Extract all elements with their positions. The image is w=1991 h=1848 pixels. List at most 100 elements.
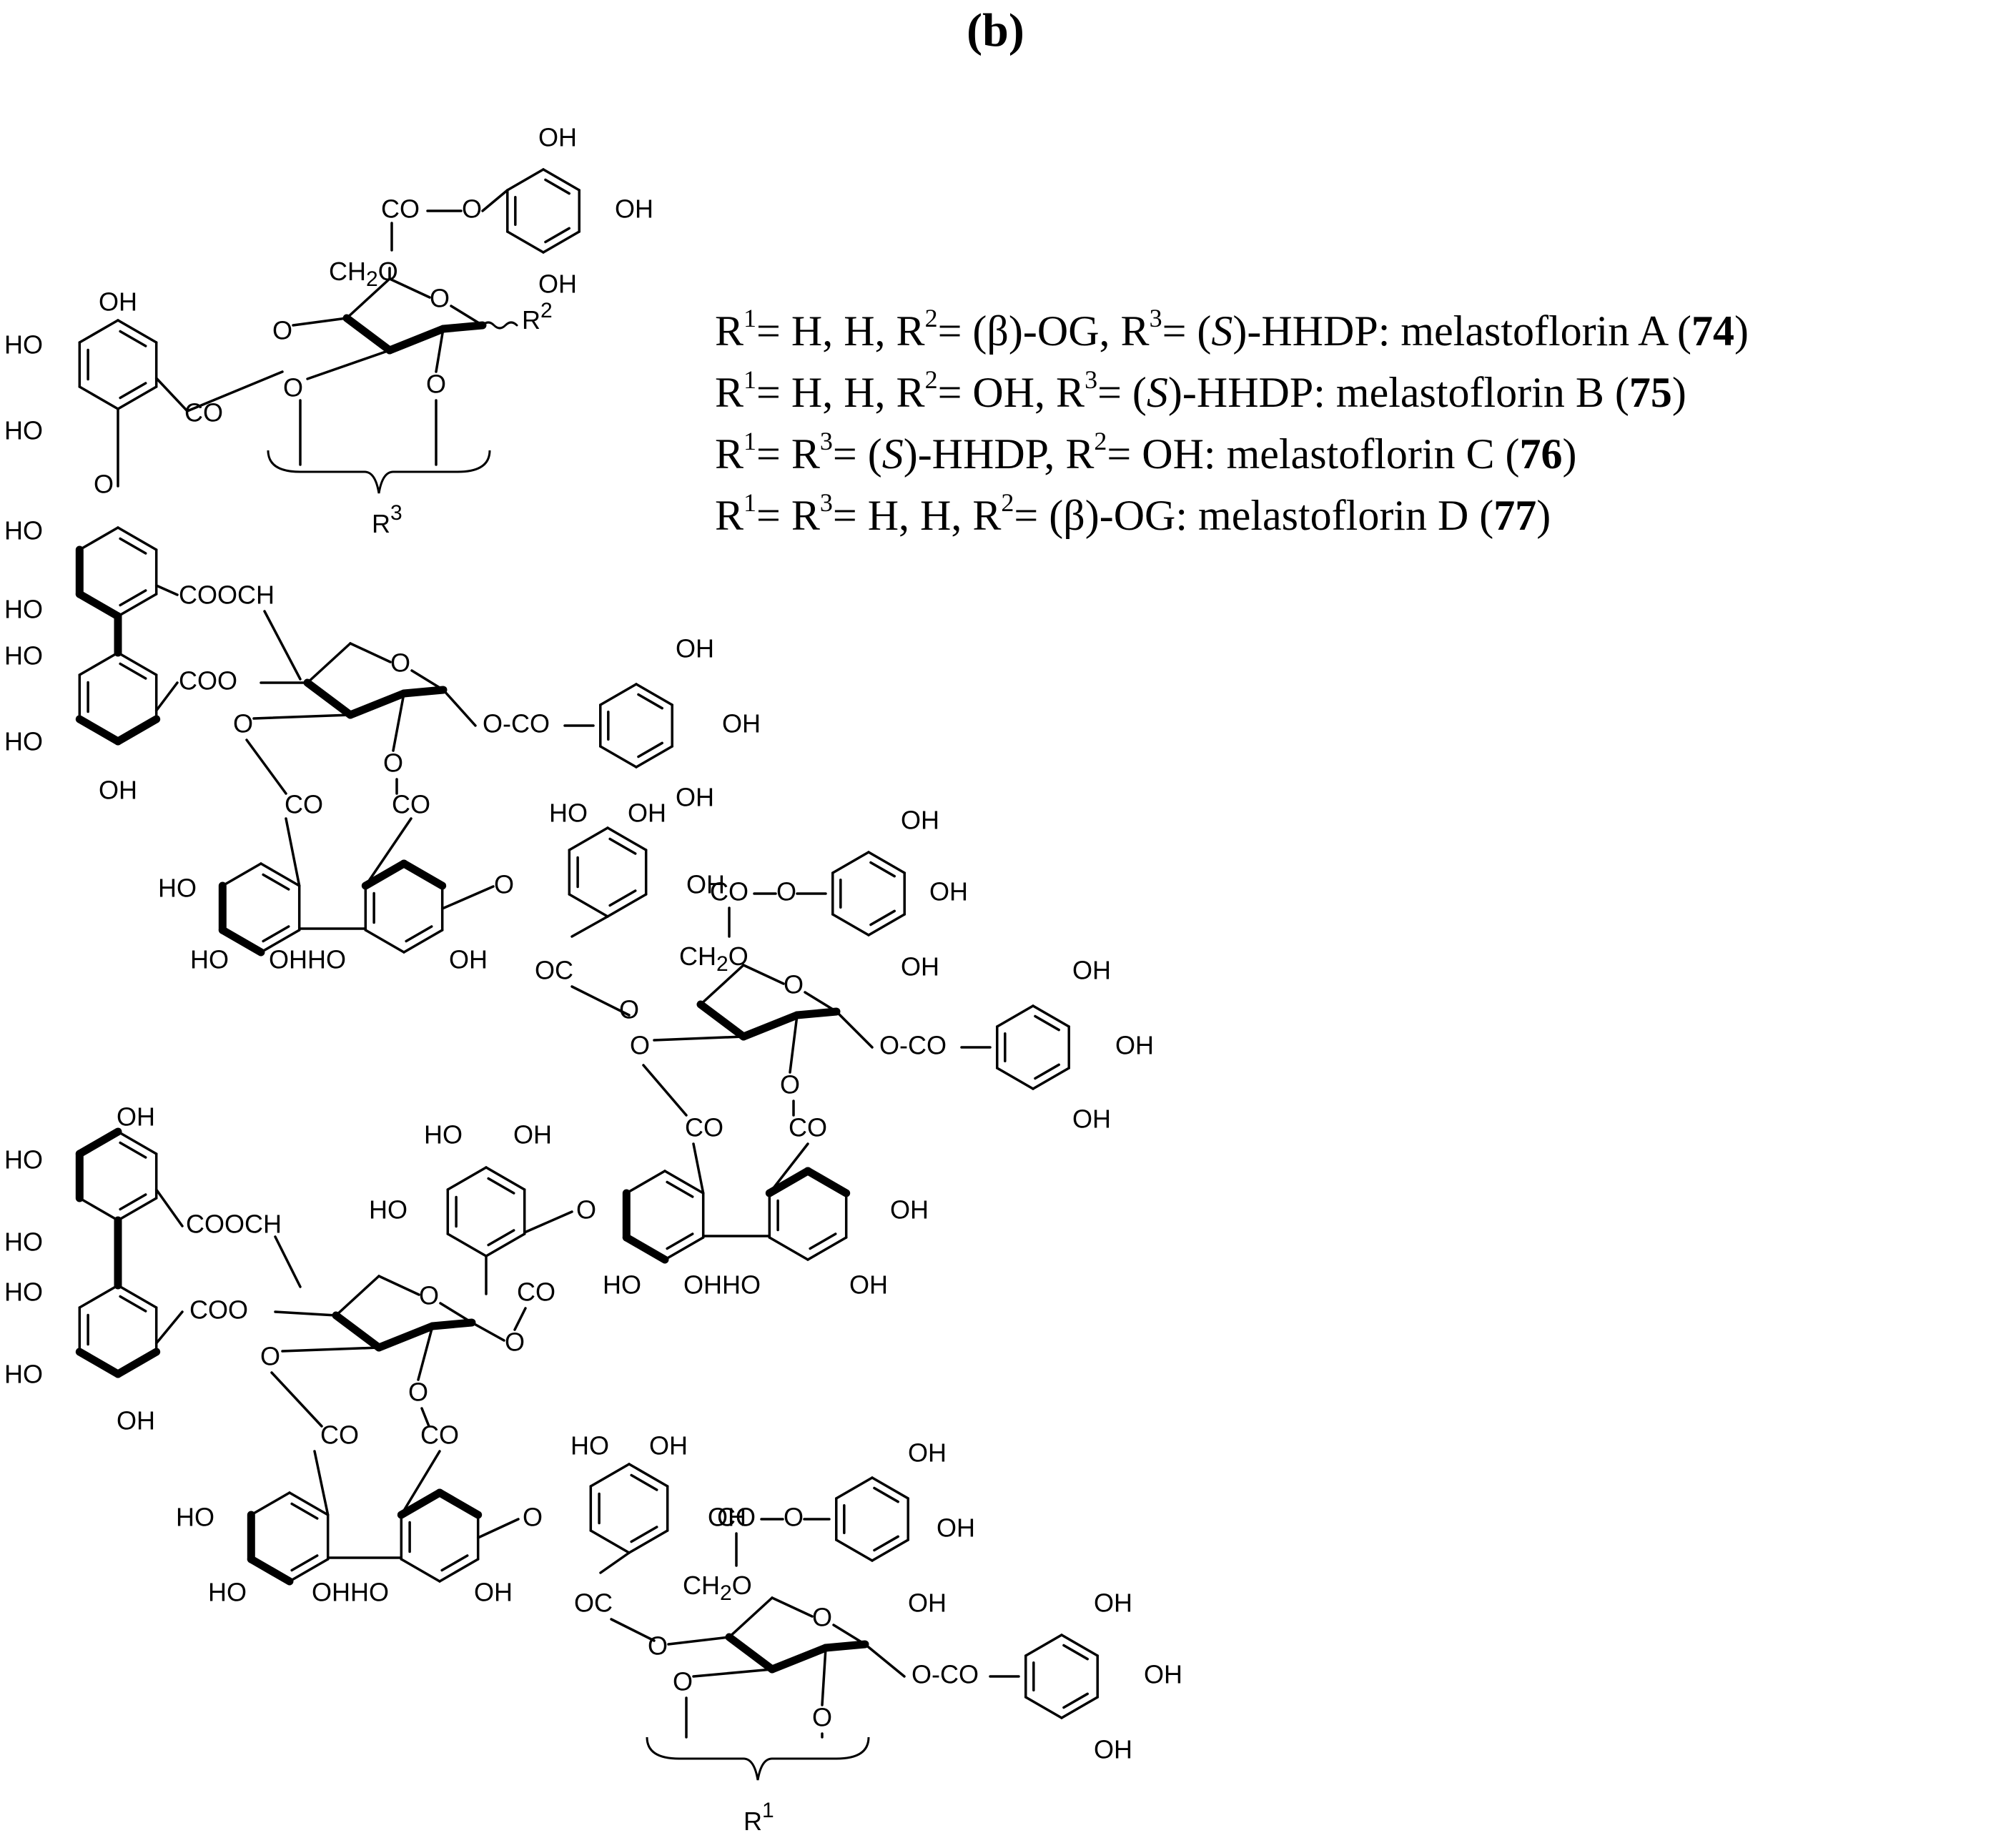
atom-label-oh: OH [901,806,939,835]
bold-bond [332,1311,383,1352]
atom-label-co: CO [710,877,749,906]
bond [288,1491,330,1516]
bracket-r3: R3 [267,450,491,538]
bond [345,277,391,320]
wavy-bond [481,321,518,330]
atom-label-o: O [812,1703,832,1732]
panel-label: (b) [967,4,1024,56]
atom-label-oh: OH [849,1270,888,1300]
bond [1024,1634,1063,1657]
bond [1062,1692,1089,1709]
bold-bond [303,678,355,719]
atom-label-o: O [784,1503,804,1532]
bond [996,1004,1034,1028]
bond [117,1130,158,1155]
bond [608,837,637,855]
bold-bond [75,1348,122,1378]
bond [313,1450,330,1516]
atom-label-o: O [784,970,804,999]
atom-label-ho: HO [176,1503,214,1532]
bold-bond [342,314,394,355]
atom-label-ho: HO [549,799,588,828]
bond [440,885,495,910]
atom-label-ch2-group: CH2O [329,257,398,291]
bond [831,851,870,874]
bold-bond [397,1488,444,1519]
bond [349,642,392,663]
bond [635,745,673,769]
bond [117,1197,158,1222]
bold-bond [793,1007,841,1019]
bond [290,1502,319,1520]
bond [666,1232,694,1250]
atom-label-oh: OH [708,1503,746,1532]
atom-label-ohho: OHHO [269,945,346,974]
atom-label-oc: OC [535,956,573,985]
atom-label-ho: HO [4,1227,43,1257]
bond [1062,1644,1089,1661]
bond [625,1170,666,1195]
bond [1032,1004,1070,1028]
bond [742,964,785,985]
bond [117,385,158,410]
bond [405,925,433,943]
bond [1060,1634,1099,1657]
bond [506,230,545,254]
bold-bond [75,590,122,621]
atom-label-o: O [390,648,410,678]
bond [544,227,570,244]
bond [260,929,301,954]
bond [485,1166,526,1191]
atom-label-ho: HO [190,945,229,974]
bond [262,873,290,891]
atom-label-o: O [426,370,446,399]
bond [871,1476,909,1500]
bold-bond [361,859,408,890]
bond [435,327,445,373]
bold-bond [622,1233,669,1264]
atom-label-oh: OH [908,1588,947,1618]
bond [635,683,673,706]
bond [1032,1067,1070,1090]
bond [835,1538,874,1562]
atom-label-ho: HO [424,1120,463,1150]
bond [306,642,352,684]
atom-label-oh: OH [901,952,939,982]
bracket-r1-brace [646,1736,870,1781]
bracket-r3-label: R3 [372,501,402,538]
atom-label-o: O [283,373,303,402]
atom-label-oh: OH [513,1120,552,1150]
bond [506,168,545,192]
bond [692,1668,774,1678]
bracket-r3-brace [267,450,491,494]
bond [610,1618,656,1642]
atom-label-ho: HO [4,595,43,624]
atom-label-oh: OH [676,783,714,812]
bracket-r1: R1 [646,1736,870,1836]
atom-label-ho: HO [4,416,43,445]
bold-bond [725,1633,776,1674]
bond [663,1236,705,1261]
bond [869,909,896,927]
atom-label-oh: OH [1115,1031,1154,1060]
atom-label-co: CO [789,1113,827,1142]
bond [835,1476,874,1500]
bold-bond [821,1640,869,1652]
atom-label-co: CO [717,1503,756,1532]
bond [119,662,147,680]
atom-label-o: O [408,1378,428,1407]
bold-bond [804,1167,851,1197]
bond [568,826,609,851]
atom-label-oh: OH [890,1195,929,1225]
bond [544,178,570,195]
atom-label-ohho: OHHO [683,1270,761,1300]
legend-row-75: R1= H, H, R2= OH, R3= (S)-HHDP: melastof… [715,365,1686,416]
bond [446,1232,488,1257]
bond [250,1491,291,1516]
atom-label-o: O [462,194,482,224]
bond [835,1010,874,1049]
atom-label-co: CO [381,194,420,224]
bold-bond [739,1011,801,1041]
